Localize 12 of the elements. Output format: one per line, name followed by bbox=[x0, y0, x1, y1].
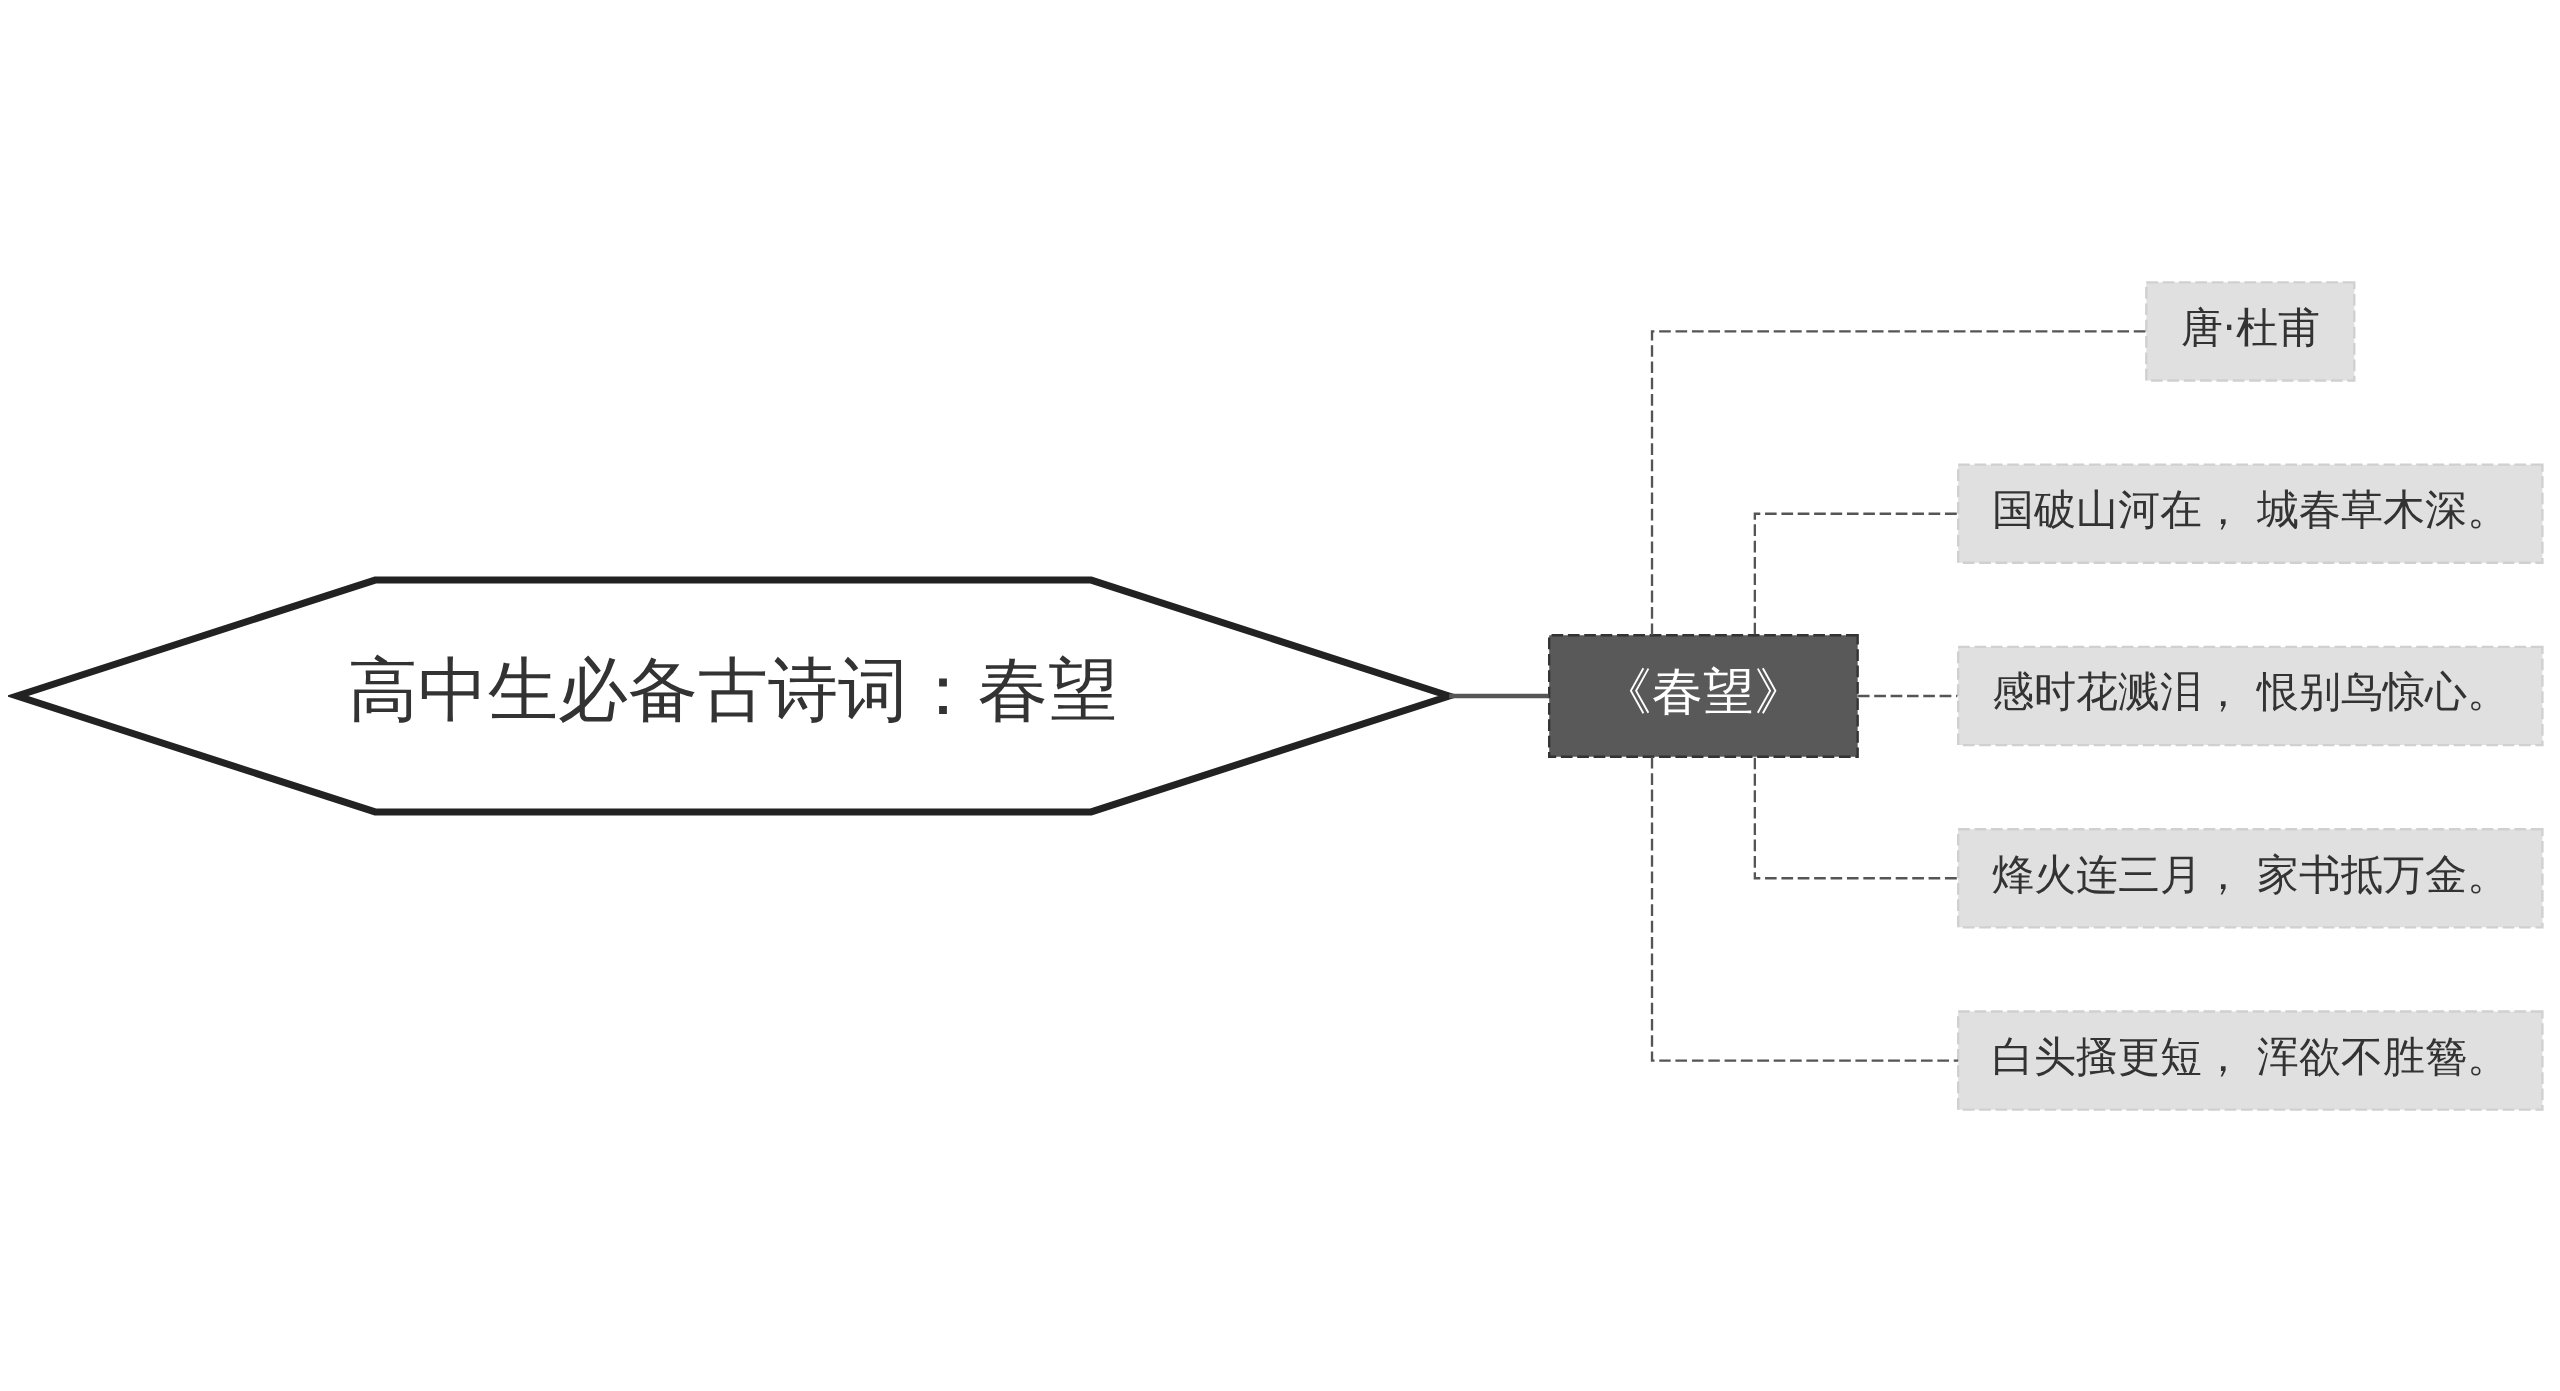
node-box: 白头搔更短， 浑欲不胜簪。 bbox=[1957, 1009, 2544, 1111]
connector bbox=[1650, 756, 1959, 1062]
node-box: 国破山河在， 城春草木深。 bbox=[1957, 462, 2544, 564]
node-box: 烽火连三月， 家书抵万金。 bbox=[1957, 827, 2544, 929]
connector bbox=[1449, 693, 1549, 698]
node-box: 唐·杜甫 bbox=[2145, 280, 2356, 382]
node-box: 感时花溅泪， 恨别鸟惊心。 bbox=[1957, 645, 2544, 746]
connector bbox=[1650, 329, 2147, 635]
connector bbox=[1753, 757, 1958, 879]
node-box: 《春望》 bbox=[1548, 633, 1859, 758]
connector bbox=[1857, 694, 1958, 697]
connector bbox=[1753, 512, 1958, 634]
